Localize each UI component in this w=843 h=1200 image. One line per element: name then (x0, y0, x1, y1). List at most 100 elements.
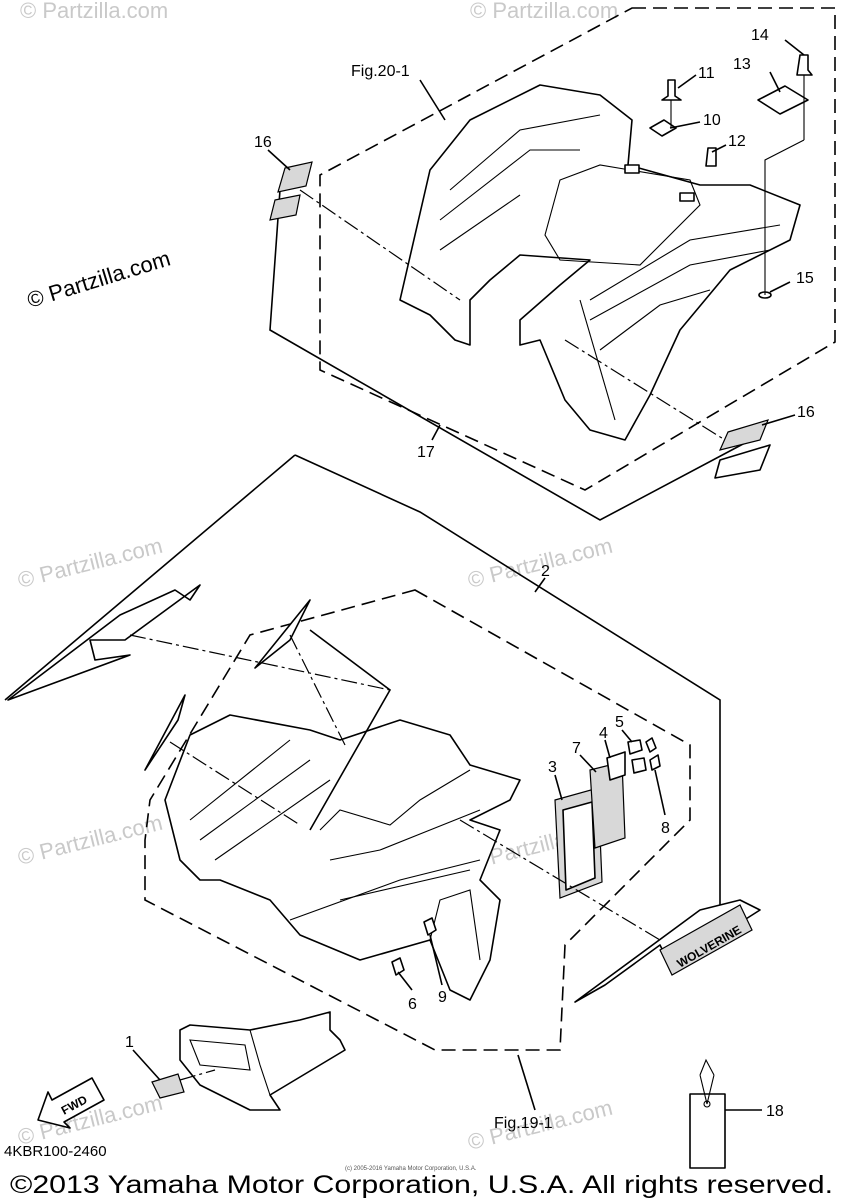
fender-contour (439, 149, 580, 221)
part-6-screw (391, 957, 405, 976)
callout-1: 1 (125, 1034, 134, 1051)
part-4-clip (606, 751, 626, 781)
fender-contour (339, 869, 471, 901)
fender-contour (329, 809, 481, 861)
callout-11: 11 (698, 65, 715, 82)
figure-ref-19-1: Fig.19-1 (494, 1115, 553, 1132)
part-18-tag-string (699, 1058, 715, 1105)
small-print: (c) 2005-2016 Yamaha Motor Corporation, … (345, 1166, 477, 1172)
side-decal-left (7, 584, 201, 701)
part-8-bolt-head (649, 754, 661, 771)
callout-7: 7 (572, 740, 581, 757)
part-5-nut (627, 739, 643, 755)
watermark-text: © Partzilla.com (20, 0, 168, 23)
callout-3: 3 (548, 759, 557, 776)
callout-17: 17 (417, 444, 435, 461)
leader-line (129, 634, 391, 691)
fender-carrier-opening (544, 164, 701, 266)
watermark-main: © Partzilla.com (24, 246, 173, 313)
part-11-rivet (661, 79, 682, 101)
part-12-clip (705, 147, 717, 167)
leader-line (289, 634, 346, 746)
fender-bump (679, 192, 695, 202)
callout-10: 10 (703, 112, 721, 129)
callout-12: 12 (728, 133, 746, 150)
fender-contour (599, 289, 711, 351)
fender-contour (429, 889, 481, 961)
callout-5-leader (621, 729, 633, 743)
part-14-leader (764, 139, 805, 295)
callout-12-leader (711, 144, 727, 153)
leader-line (299, 189, 461, 301)
watermark-text: © Partzilla.com (470, 0, 618, 23)
part-3-pad-inner (562, 801, 596, 891)
callout-9: 9 (438, 989, 447, 1006)
callout-16: 16 (254, 134, 272, 151)
callout-4-leader (604, 739, 611, 759)
callout-16b-leader (761, 414, 796, 426)
callout-16-leader (267, 149, 291, 171)
callout-6-leader (397, 971, 413, 991)
fender-contour (449, 114, 601, 191)
part-13-plate (757, 85, 809, 115)
callout-13-leader (769, 71, 781, 93)
fender-contour (214, 779, 331, 861)
callout-7-leader (579, 754, 597, 773)
part-14-screw (796, 54, 813, 76)
callout-2-leader (534, 577, 546, 593)
leader-line (564, 339, 726, 441)
fender-bump (624, 164, 640, 174)
part-10-washer (649, 119, 677, 137)
fender-contour (589, 224, 781, 301)
watermark-text: © Partzilla.com (15, 810, 165, 870)
callout-2: 2 (541, 563, 550, 580)
callout-15-leader (769, 281, 791, 293)
leader-line (169, 741, 301, 826)
leader-line (459, 819, 661, 941)
assembly-boundary (144, 589, 691, 1051)
front-grille-guard (179, 1011, 346, 1111)
callout-8-leader (654, 769, 666, 816)
callout-8: 8 (661, 820, 670, 837)
callout-14-leader (784, 39, 805, 56)
callout-1-leader (132, 1049, 161, 1081)
grille-contour (249, 1029, 271, 1096)
callout-6: 6 (408, 996, 417, 1013)
footer: 4KBR100-2460 (c) 2005-2016 Yamaha Motor … (4, 1143, 833, 1199)
callout-17-leader (431, 424, 441, 441)
part-2-leader (309, 629, 392, 831)
part-9-screw (423, 917, 437, 936)
part-16-decal-left (277, 161, 313, 193)
part-17-bracket (269, 189, 761, 521)
leader-line (179, 1069, 216, 1081)
callout-13: 13 (733, 56, 751, 73)
callout-leaders (132, 39, 805, 1111)
fender-contour (589, 249, 771, 321)
callout-3-leader (554, 774, 563, 801)
fender-contour (289, 859, 481, 921)
wolverine-decal (659, 904, 753, 976)
rear-fender-assembly (269, 7, 836, 521)
part-18-tag (689, 1093, 726, 1169)
fwd-arrow-icon (37, 1077, 105, 1129)
callout-9-leader (429, 934, 443, 986)
part-5-nut-head (645, 737, 657, 753)
callout-16b: 16 (797, 404, 815, 421)
part-16-decal-right (718, 419, 770, 451)
assembly-boundary (319, 7, 836, 491)
front-fender-assembly: WOLVERINE FWD (4, 454, 761, 1169)
diagram-code: 4KBR100-2460 (4, 1143, 107, 1160)
part-2-outline (294, 454, 721, 910)
part-8-bolt (631, 757, 647, 774)
side-decal-stripe (254, 599, 311, 669)
fig-20-1-leader (419, 79, 446, 121)
grille-opening (189, 1039, 251, 1071)
part-16-decal-left (269, 194, 301, 221)
fender-contour (439, 194, 521, 251)
callout-4: 4 (599, 725, 608, 742)
callout-11-leader (677, 74, 697, 89)
figure-ref-20-1: Fig.20-1 (351, 63, 410, 80)
callout-14: 14 (751, 27, 769, 44)
fender-contour (199, 759, 311, 841)
